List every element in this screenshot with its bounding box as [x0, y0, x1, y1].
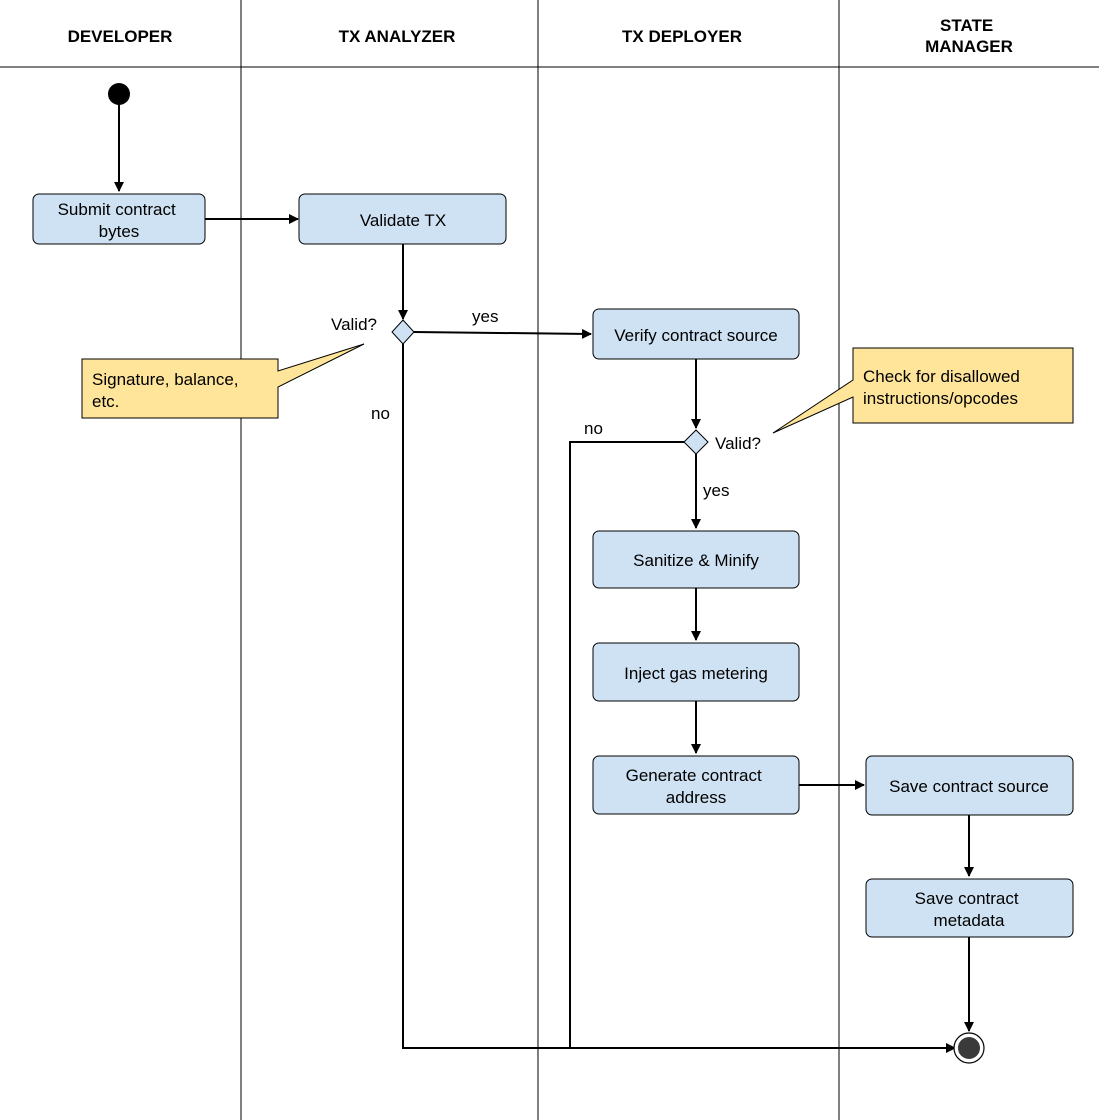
action-inject-label: Inject gas metering: [624, 664, 768, 683]
action-generate-contract-address: Generate contract address: [592, 755, 800, 815]
action-submit-box: [32, 193, 206, 245]
lane-title-tx-analyzer: TX ANALYZER: [339, 27, 456, 46]
action-validate-box: [298, 193, 507, 245]
action-validate-label: Validate TX: [360, 211, 446, 230]
action-save-contract-source: Save contract source: [865, 755, 1074, 816]
lane-title-state-manager: STATE MANAGER: [925, 16, 1013, 56]
note-signature-balance: Signature, balance, etc.: [81, 343, 365, 419]
action-generate-box: [592, 755, 800, 815]
end-node-core: [958, 1037, 980, 1059]
action-inject-box: [592, 642, 800, 702]
action-sanitize-label: Sanitize & Minify: [633, 551, 759, 570]
action-generate-label: Generate contract address: [626, 766, 767, 807]
action-submit-contract-bytes: Submit contract bytes: [32, 193, 206, 245]
edge-label-tx-yes: yes: [472, 307, 498, 326]
action-save-source-box: [865, 755, 1074, 816]
decision-tx-label: Valid?: [331, 315, 377, 334]
edge-label-tx-no: no: [371, 404, 390, 423]
flow-decision-yes-to-verify: [413, 328, 592, 339]
edge-label-source-no: no: [584, 419, 603, 438]
lane-title-tx-deployer: TX DEPLOYER: [622, 27, 742, 46]
action-verify-label: Verify contract source: [614, 326, 777, 345]
action-save-metadata-label: Save contract metadata: [915, 889, 1024, 930]
action-save-metadata-box: [865, 878, 1074, 938]
note-disallowed-instructions-callout: [772, 347, 1074, 434]
flow-source-no-to-end: [569, 441, 684, 1048]
note-disallowed-instructions: Check for disallowed instructions/opcode…: [772, 347, 1074, 434]
end-node: [953, 1032, 985, 1064]
lane-title-state-manager-line-2: MANAGER: [925, 37, 1013, 56]
flows: [114, 104, 974, 1053]
note-signature-balance-callout: [81, 343, 365, 419]
lane-title-state-manager-line-1: STATE: [940, 16, 993, 35]
action-sanitize-minify: Sanitize & Minify: [592, 530, 800, 589]
lane-title-developer: DEVELOPER: [68, 27, 173, 46]
action-verify-box: [592, 308, 800, 360]
edge-label-source-yes: yes: [703, 481, 729, 500]
action-save-source-label: Save contract source: [889, 777, 1049, 796]
note-signature-balance-text: Signature, balance, etc.: [92, 370, 243, 411]
decision-tx-valid: Valid?: [331, 315, 415, 345]
action-sanitize-box: [592, 530, 800, 589]
decision-source-valid: Valid?: [683, 429, 761, 455]
start-node: [108, 83, 130, 105]
action-save-contract-metadata: Save contract metadata: [865, 878, 1074, 938]
action-verify-contract-source: Verify contract source: [592, 308, 800, 360]
decision-source-label: Valid?: [715, 434, 761, 453]
decision-tx-diamond: [391, 319, 415, 345]
action-validate-tx: Validate TX: [298, 193, 507, 245]
action-submit-label: Submit contract bytes: [58, 200, 181, 241]
decision-source-diamond: [683, 429, 709, 455]
action-inject-gas-metering: Inject gas metering: [592, 642, 800, 702]
note-disallowed-instructions-text: Check for disallowed instructions/opcode…: [863, 367, 1025, 408]
flow-decision-no-to-end: [402, 344, 956, 1053]
